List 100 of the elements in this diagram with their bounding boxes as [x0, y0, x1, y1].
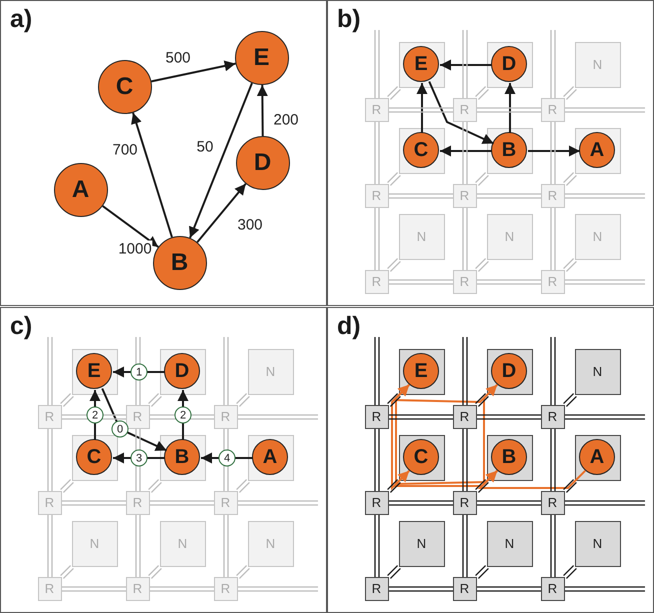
mesh-link: [550, 121, 556, 185]
arrow: [189, 82, 253, 238]
processor-tile: N: [574, 214, 620, 260]
task-circle: D: [236, 136, 290, 190]
processor-tile: [574, 128, 620, 174]
mesh-link: [476, 414, 542, 420]
mesh-link: [564, 279, 646, 285]
mesh-link: [476, 107, 542, 113]
task-circle: A: [54, 162, 108, 216]
mesh-link: [564, 107, 646, 113]
mesh-link: [374, 29, 380, 99]
mesh-link: [148, 478, 162, 494]
router-box: R: [126, 490, 150, 514]
processor-tile: [486, 434, 532, 480]
mesh-link: [47, 514, 53, 578]
processor-tile: N: [398, 520, 444, 566]
mesh-link: [474, 86, 490, 100]
processor-tile: [574, 434, 620, 480]
task-circle: A: [252, 439, 288, 475]
task-circle: D: [491, 353, 527, 389]
router-box: R: [540, 404, 564, 428]
arrow: [131, 112, 173, 238]
processor-tile: [398, 128, 444, 174]
arrow: [504, 83, 516, 133]
router-box: R: [452, 490, 476, 514]
mesh-link: [386, 86, 402, 100]
arrow: [102, 205, 159, 248]
mesh-link: [386, 258, 402, 272]
mesh-link: [562, 478, 578, 494]
mesh-link: [374, 121, 380, 185]
mesh-link: [149, 500, 215, 506]
mesh-link: [562, 172, 578, 186]
mesh-link: [386, 172, 402, 186]
mesh-link: [474, 258, 490, 272]
arrow: [113, 452, 165, 464]
mesh-link: [564, 193, 646, 199]
router-box: R: [364, 404, 388, 428]
mesh-link: [61, 414, 127, 420]
processor-tile: [160, 434, 206, 480]
processor-tile: [248, 434, 294, 480]
processor-tile: [72, 434, 118, 480]
task-circle: C: [98, 60, 152, 114]
mesh-link: [223, 514, 229, 578]
mesh-link: [564, 414, 646, 420]
mesh-link: [236, 392, 250, 408]
task-circle: E: [234, 30, 288, 84]
panel-frame: [327, 307, 654, 613]
router-box: R: [540, 270, 564, 294]
mesh-link: [462, 207, 468, 271]
processor-tile: N: [248, 348, 294, 394]
mesh-link: [462, 336, 468, 406]
mesh-link: [462, 29, 468, 99]
mesh-link: [60, 564, 74, 580]
mesh-link: [476, 279, 542, 285]
mesh-link: [474, 564, 490, 580]
mesh-link: [61, 500, 127, 506]
task-circle: B: [164, 439, 200, 475]
processor-tile: N: [160, 520, 206, 566]
processor-tile: N: [398, 214, 444, 260]
mesh-link: [476, 586, 542, 592]
task-circle: B: [152, 236, 206, 290]
processor-tile: N: [248, 520, 294, 566]
router-box: R: [126, 576, 150, 600]
router-box: R: [214, 404, 238, 428]
router-box: R: [540, 490, 564, 514]
mesh-link: [388, 586, 454, 592]
mesh-link: [61, 586, 127, 592]
mesh-link: [564, 500, 646, 506]
router-box: R: [214, 490, 238, 514]
mesh-link: [474, 478, 490, 494]
mesh-link: [462, 514, 468, 578]
mesh-link: [562, 86, 578, 100]
router-box: R: [452, 404, 476, 428]
arrow: [151, 60, 236, 82]
mesh-link: [562, 258, 578, 272]
mesh-link: [474, 392, 490, 408]
mesh-link: [47, 336, 53, 406]
mesh-link: [550, 336, 556, 406]
arrow: [440, 146, 492, 156]
mesh-link: [550, 514, 556, 578]
mesh-link: [474, 172, 490, 186]
panel-label: d): [337, 312, 361, 341]
task-circle: A: [579, 439, 615, 475]
panel-frame: [0, 307, 327, 613]
mesh-link: [149, 414, 215, 420]
task-circle: E: [403, 353, 439, 389]
mesh-link: [223, 336, 229, 406]
mesh-link: [374, 336, 380, 406]
mesh-link: [223, 428, 229, 492]
router-box: R: [38, 576, 62, 600]
mesh-link: [60, 478, 74, 494]
mesh-link: [388, 414, 454, 420]
mesh-link: [386, 478, 402, 494]
processor-tile: N: [486, 214, 532, 260]
mesh-link: [476, 500, 542, 506]
panel-label: a): [10, 5, 32, 34]
processor-tile: [398, 42, 444, 88]
router-box: R: [38, 490, 62, 514]
processor-tile: [486, 42, 532, 88]
router-box: R: [452, 98, 476, 122]
